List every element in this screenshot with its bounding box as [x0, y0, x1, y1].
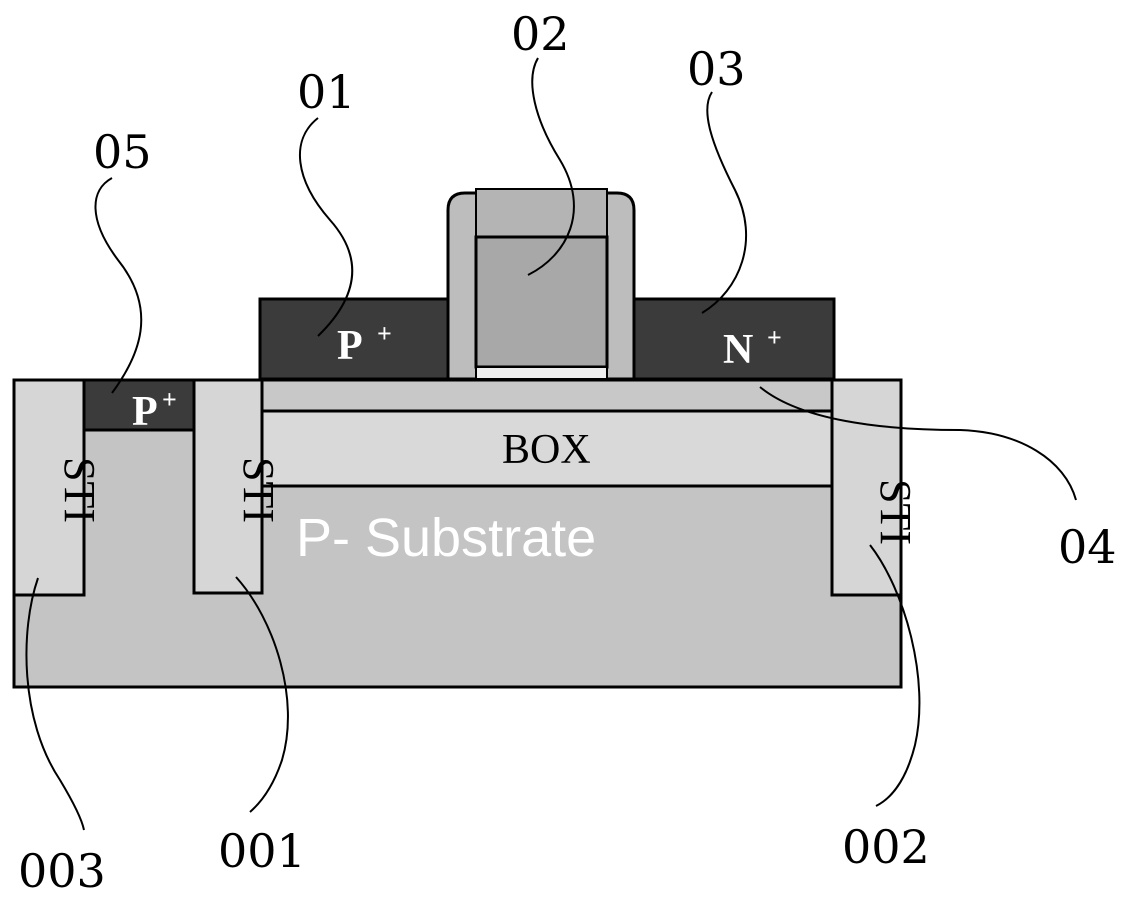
n-plus-drain-sup: + [767, 323, 782, 352]
n-plus-drain-label: N [723, 327, 753, 373]
ref-02: 02 [511, 7, 570, 61]
ref-03: 03 [687, 42, 746, 96]
silicon-film [260, 378, 834, 413]
leader-001 [235, 576, 289, 813]
leader-003 [25, 577, 85, 831]
leader-02 [527, 57, 575, 276]
ref-01: 01 [297, 65, 356, 119]
sti-left [12, 378, 86, 597]
substrate-label: P- Substrate [296, 508, 596, 568]
sti-left-label: STI [55, 457, 104, 523]
p-plus-contact-sup: + [162, 385, 177, 414]
p-plus-contact-region [82, 378, 196, 432]
p-plus-source-label: P [337, 323, 363, 369]
leader-01 [298, 117, 354, 337]
gate-oxide [475, 366, 608, 380]
ref-05: 05 [93, 125, 152, 179]
ref-001: 001 [218, 824, 306, 878]
ref-003: 003 [18, 844, 106, 898]
sti-middle [192, 378, 264, 595]
box-label: BOX [502, 427, 591, 473]
leader-03 [701, 91, 748, 314]
p-plus-source-region [258, 297, 450, 381]
leader-04 [759, 386, 1077, 501]
leader-002 [869, 544, 921, 807]
sti-right [830, 378, 903, 597]
sti-middle-label: STI [234, 457, 283, 523]
leader-05 [94, 177, 143, 394]
ref-002: 002 [842, 820, 930, 874]
gate-electrode [474, 235, 609, 369]
sti-right-label: STI [871, 479, 920, 545]
ref-04: 04 [1058, 520, 1117, 574]
p-plus-source-sup: + [377, 319, 392, 348]
gate-cap [475, 188, 608, 238]
box-layer [260, 409, 834, 488]
p-plus-contact-label: P [132, 389, 158, 435]
